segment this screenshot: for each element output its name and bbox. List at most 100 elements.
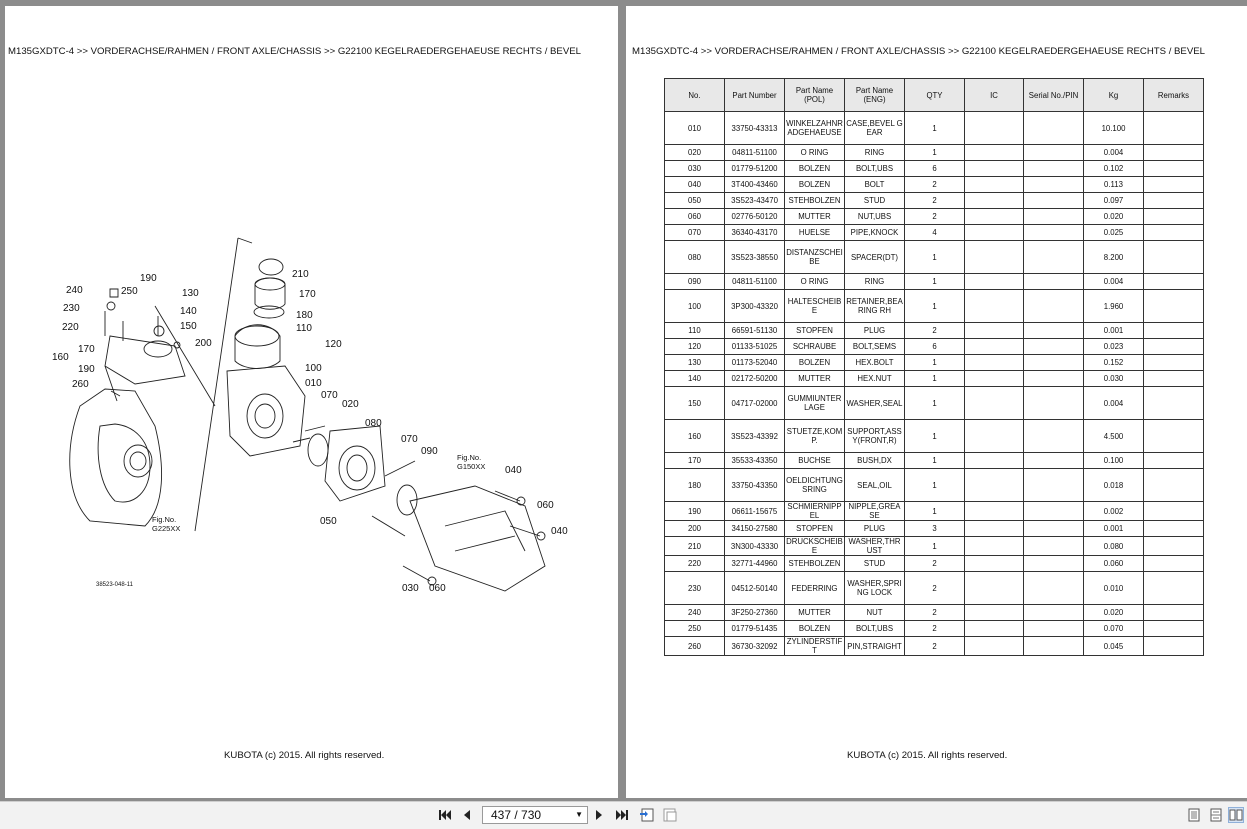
last-page-button[interactable]	[614, 807, 630, 823]
remarks-cell	[1143, 111, 1204, 145]
weight-kg-cell: 0.004	[1083, 273, 1144, 290]
page-number-input[interactable]: 437 / 730 ▼	[482, 806, 588, 824]
callout-label: 080	[365, 418, 382, 429]
ic-cell	[964, 208, 1024, 225]
ic-cell	[964, 176, 1024, 193]
weight-kg-cell: 0.018	[1083, 468, 1144, 502]
remarks-cell	[1143, 176, 1204, 193]
serial-pin-cell	[1023, 452, 1084, 469]
weight-kg-cell: 0.010	[1083, 571, 1144, 605]
qty-cell: 2	[904, 620, 965, 637]
remarks-cell	[1143, 224, 1204, 241]
part-name-eng-cell: PLUG	[844, 322, 905, 339]
part-name-eng-cell: RETAINER,BEARING RH	[844, 289, 905, 323]
part-number-cell: 06611-15675	[724, 501, 785, 521]
ic-cell	[964, 520, 1024, 537]
qty-cell: 2	[904, 176, 965, 193]
ic-cell	[964, 636, 1024, 656]
weight-kg-cell: 0.152	[1083, 354, 1144, 371]
part-name-pol-cell: MUTTER	[784, 370, 845, 387]
go-forward-button[interactable]	[662, 807, 678, 823]
first-page-button[interactable]	[437, 807, 453, 823]
part-name-eng-cell: BUSH,DX	[844, 452, 905, 469]
qty-cell: 6	[904, 338, 965, 355]
fig-reference-label: Fig.No.	[152, 515, 176, 524]
qty-cell: 2	[904, 322, 965, 339]
remarks-cell	[1143, 468, 1204, 502]
weight-kg-cell: 0.102	[1083, 160, 1144, 177]
part-no-cell: 240	[664, 604, 725, 621]
qty-cell: 1	[904, 354, 965, 371]
single-page-view-button[interactable]	[1186, 807, 1202, 823]
part-number-cell: 3S523-43470	[724, 192, 785, 209]
part-number-cell: 02776-50120	[724, 208, 785, 225]
serial-pin-cell	[1023, 636, 1084, 656]
serial-pin-cell	[1023, 208, 1084, 225]
part-name-eng-cell: BOLT,UBS	[844, 620, 905, 637]
weight-kg-cell: 4.500	[1083, 419, 1144, 453]
ic-cell	[964, 571, 1024, 605]
qty-cell: 1	[904, 111, 965, 145]
part-name-eng-cell: PLUG	[844, 520, 905, 537]
callout-label: 040	[551, 526, 568, 537]
part-name-pol-cell: DISTANZSCHEIBE	[784, 240, 845, 274]
next-page-button[interactable]	[591, 807, 607, 823]
prev-page-button[interactable]	[459, 807, 475, 823]
part-name-pol-cell: O RING	[784, 273, 845, 290]
remarks-cell	[1143, 240, 1204, 274]
weight-kg-cell: 1.960	[1083, 289, 1144, 323]
qty-cell: 1	[904, 386, 965, 420]
part-name-pol-cell: WINKELZAHNRADGEHAEUSE	[784, 111, 845, 145]
part-number-cell: 01779-51435	[724, 620, 785, 637]
serial-pin-cell	[1023, 160, 1084, 177]
callout-label: 110	[296, 323, 312, 334]
chevron-down-icon[interactable]: ▼	[575, 810, 583, 819]
part-no-cell: 150	[664, 386, 725, 420]
weight-kg-cell: 0.023	[1083, 338, 1144, 355]
part-number-cell: 04811-51100	[724, 144, 785, 161]
callout-label: 130	[182, 288, 199, 299]
serial-pin-cell	[1023, 419, 1084, 453]
part-number-cell: 01173-52040	[724, 354, 785, 371]
part-name-pol-cell: STEHBOLZEN	[784, 555, 845, 572]
part-number-cell: 3S523-43392	[724, 419, 785, 453]
qty-cell: 1	[904, 240, 965, 274]
qty-cell: 6	[904, 160, 965, 177]
part-no-cell: 050	[664, 192, 725, 209]
part-name-pol-cell: STOPFEN	[784, 322, 845, 339]
qty-cell: 1	[904, 144, 965, 161]
part-no-cell: 180	[664, 468, 725, 502]
part-name-pol-cell: ZYLINDERSTIFT	[784, 636, 845, 656]
page-indicator: 437 / 730	[491, 808, 542, 822]
part-name-eng-cell: SPACER(DT)	[844, 240, 905, 274]
part-no-cell: 120	[664, 338, 725, 355]
serial-pin-cell	[1023, 224, 1084, 241]
drawing-number: 38523-048-11	[96, 582, 134, 588]
go-back-button[interactable]	[639, 807, 655, 823]
part-name-eng-cell: PIN,STRAIGHT	[844, 636, 905, 656]
serial-pin-cell	[1023, 501, 1084, 521]
remarks-cell	[1143, 571, 1204, 605]
part-name-pol-cell: FEDERRING	[784, 571, 845, 605]
ic-cell	[964, 192, 1024, 209]
part-name-eng-cell: RING	[844, 273, 905, 290]
callout-label: 170	[78, 344, 95, 355]
serial-pin-cell	[1023, 240, 1084, 274]
part-name-eng-cell: BOLT,UBS	[844, 160, 905, 177]
qty-cell: 1	[904, 452, 965, 469]
fig-reference-label: Fig.No.	[457, 453, 481, 462]
part-name-pol-cell: STUETZE,KOMP.	[784, 419, 845, 453]
right-page: M135GXDTC-4 >> VORDERACHSE/RAHMEN / FRON…	[626, 6, 1247, 798]
continuous-view-button[interactable]	[1208, 807, 1224, 823]
part-name-pol-cell: SCHRAUBE	[784, 338, 845, 355]
two-page-view-button[interactable]	[1228, 807, 1244, 823]
copyright-footer: KUBOTA (c) 2015. All rights reserved.	[847, 750, 1008, 761]
